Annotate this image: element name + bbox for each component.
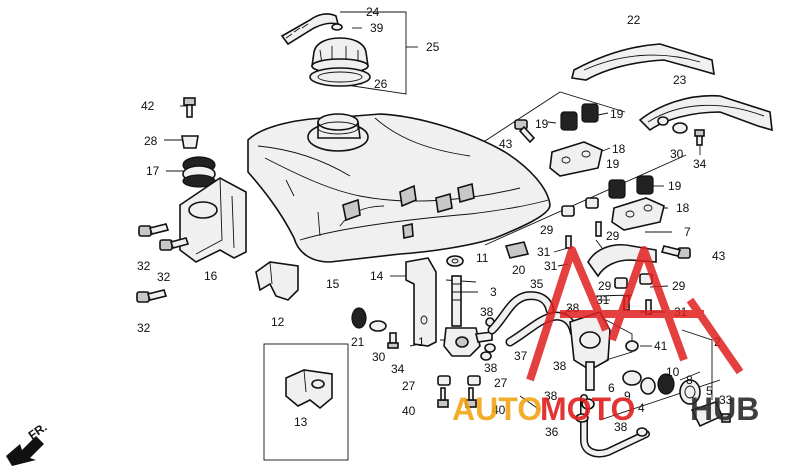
bolt-32b: [159, 237, 190, 251]
callout-30a: 30: [670, 147, 684, 161]
callout-16: 16: [204, 269, 218, 283]
callout-28: 28: [144, 134, 158, 148]
callout-31c: 31: [596, 293, 610, 307]
callout-21: 21: [351, 335, 365, 349]
callout-32c: 32: [137, 321, 151, 335]
callout-5: 5: [706, 384, 713, 398]
callout-7: 7: [684, 225, 691, 239]
callout-43a: 43: [499, 137, 513, 151]
callout-14: 14: [370, 269, 384, 283]
callout-30b: 30: [372, 350, 386, 364]
callout-19d: 19: [668, 179, 682, 193]
callout-32a: 32: [137, 259, 151, 273]
watermark-text-auto: AUTO: [452, 391, 542, 427]
callout-24: 24: [366, 5, 380, 19]
callout-9: 9: [624, 389, 631, 403]
callout-18a: 18: [612, 142, 626, 156]
callout-34b: 34: [391, 362, 405, 376]
callout-35: 35: [530, 277, 544, 291]
callout-43b: 43: [712, 249, 726, 263]
callout-11: 11: [476, 251, 489, 265]
callout-31a: 31: [537, 245, 551, 259]
callout-3: 3: [490, 285, 497, 299]
bolt-32a: [138, 223, 170, 237]
left-parts: [136, 97, 333, 410]
callout-19c: 19: [606, 157, 620, 171]
callout-12: 12: [271, 315, 285, 329]
callout-19a: 19: [535, 117, 549, 131]
callout-40a: 40: [402, 404, 416, 418]
middle-parts: [351, 241, 530, 408]
callout-15: 15: [326, 277, 340, 291]
fuel-tank: [247, 113, 551, 263]
front-direction-arrow: FR.: [6, 420, 50, 466]
callout-38d: 38: [553, 359, 567, 373]
callout-26: 26: [374, 77, 388, 91]
callout-38a: 38: [480, 305, 494, 319]
callout-37: 37: [514, 349, 528, 363]
callout-31b: 31: [544, 259, 558, 273]
callout-27b: 27: [494, 376, 508, 390]
callout-1: 1: [418, 335, 425, 349]
callout-6: 6: [608, 381, 615, 395]
watermark: AUTO MOTO HUB: [452, 246, 759, 427]
callout-13: 13: [294, 415, 308, 429]
callout-34a: 34: [693, 157, 707, 171]
callout-32b: 32: [157, 270, 171, 284]
callout-19b: 19: [610, 107, 624, 121]
callout-10: 10: [666, 365, 680, 379]
watermark-logo-mark: [526, 246, 744, 382]
right-parts: [514, 43, 773, 437]
callout-29d: 29: [672, 279, 686, 293]
bolt-32c: [136, 289, 168, 303]
callout-33: 33: [719, 393, 733, 407]
callout-38f: 38: [614, 420, 628, 434]
callout-18b: 18: [676, 201, 690, 215]
callout-8: 8: [686, 373, 693, 387]
callout-42: 42: [141, 99, 155, 113]
callout-labels: 24 39 25 26 22 23 19 19 43 30 34 18 19 1…: [137, 5, 733, 439]
direction-label: FR.: [26, 420, 50, 443]
callout-38e: 38: [544, 389, 558, 403]
callout-29c: 29: [598, 279, 612, 293]
callout-20: 20: [512, 263, 526, 277]
watermark-text-moto: MOTO: [540, 391, 635, 427]
watermark-text-hub: HUB: [690, 391, 759, 427]
callout-4: 4: [638, 401, 645, 415]
callout-29b: 29: [606, 229, 620, 243]
callout-41: 41: [654, 339, 668, 353]
callout-40b: 40: [492, 403, 506, 417]
callout-39: 39: [370, 21, 384, 35]
callout-38b: 38: [484, 361, 498, 375]
callout-27a: 27: [402, 379, 416, 393]
callout-36: 36: [545, 425, 559, 439]
callout-25: 25: [426, 40, 440, 54]
callout-23: 23: [673, 73, 687, 87]
callout-29a: 29: [540, 223, 554, 237]
fuel-cap-assembly: [280, 13, 371, 87]
callout-17: 17: [146, 164, 160, 178]
callout-22: 22: [627, 13, 641, 27]
